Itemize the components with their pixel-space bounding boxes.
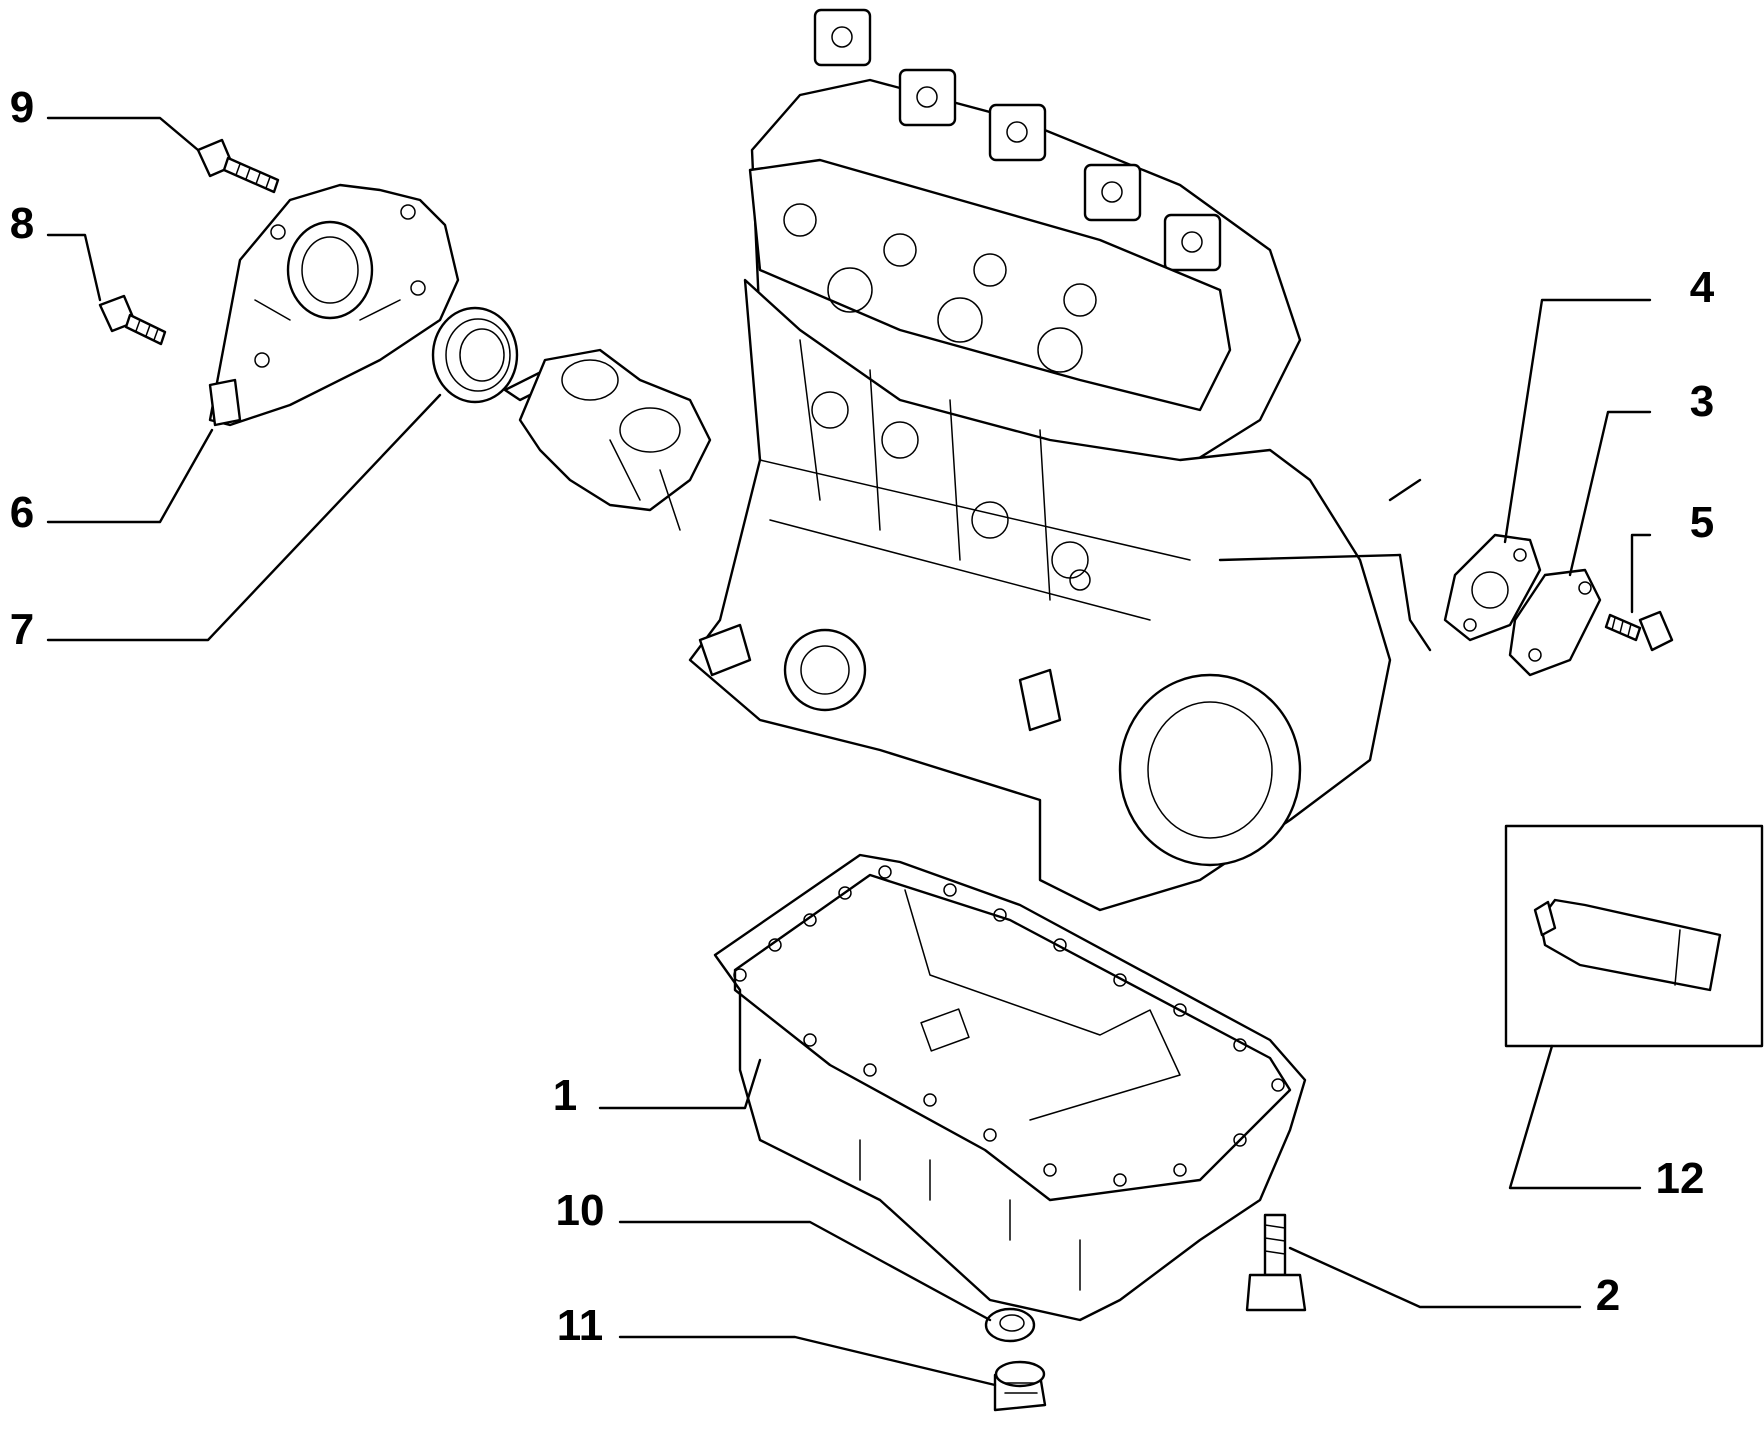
callout-1: 1 (553, 1071, 577, 1120)
callout-2: 2 (1596, 1271, 1620, 1320)
leader-6 (46, 428, 214, 524)
callout-5: 5 (1690, 498, 1714, 547)
leader-11 (618, 1335, 997, 1387)
oil-pan (713, 853, 1307, 1322)
leader-3 (1568, 410, 1652, 577)
callout-9: 9 (10, 83, 34, 132)
rear-seal-housing (208, 183, 460, 427)
leader-1 (598, 1058, 762, 1110)
callout-labels: 9 8 6 7 4 3 5 1 10 11 2 12 (10, 83, 1715, 1350)
leader-10 (618, 1220, 992, 1322)
leader-8 (46, 233, 102, 302)
callout-12: 12 (1656, 1154, 1705, 1203)
leader-5 (1630, 533, 1652, 614)
crankshaft (503, 348, 712, 531)
gasket-4 (1443, 533, 1542, 642)
bolt-5 (1604, 610, 1674, 652)
callout-11: 11 (557, 1301, 604, 1350)
bolt-9 (196, 138, 280, 194)
pan-flange-holes (733, 865, 1285, 1187)
callout-10: 10 (556, 1186, 605, 1235)
pan-bolt-2 (1245, 1213, 1307, 1312)
sealant-kit-box (1504, 824, 1764, 1048)
cam-caps (813, 8, 1222, 272)
engine-block-assembly (688, 8, 1432, 912)
cover-plate-3 (1508, 568, 1602, 677)
callout-3: 3 (1690, 377, 1714, 426)
leader-7 (46, 393, 442, 642)
bolt-8 (98, 294, 167, 346)
callout-7: 7 (10, 605, 34, 654)
drain-plug-11 (993, 1360, 1047, 1412)
leader-9 (46, 116, 200, 152)
callout-6: 6 (10, 488, 34, 537)
crank-seal-ring (431, 306, 519, 404)
leader-lines (46, 116, 1652, 1387)
leader-4 (1503, 298, 1652, 544)
leader-2 (1288, 1246, 1582, 1309)
drain-washer-10 (984, 1307, 1036, 1343)
leader-12 (1508, 1044, 1642, 1190)
callout-4: 4 (1690, 263, 1715, 312)
callout-8: 8 (10, 199, 34, 248)
